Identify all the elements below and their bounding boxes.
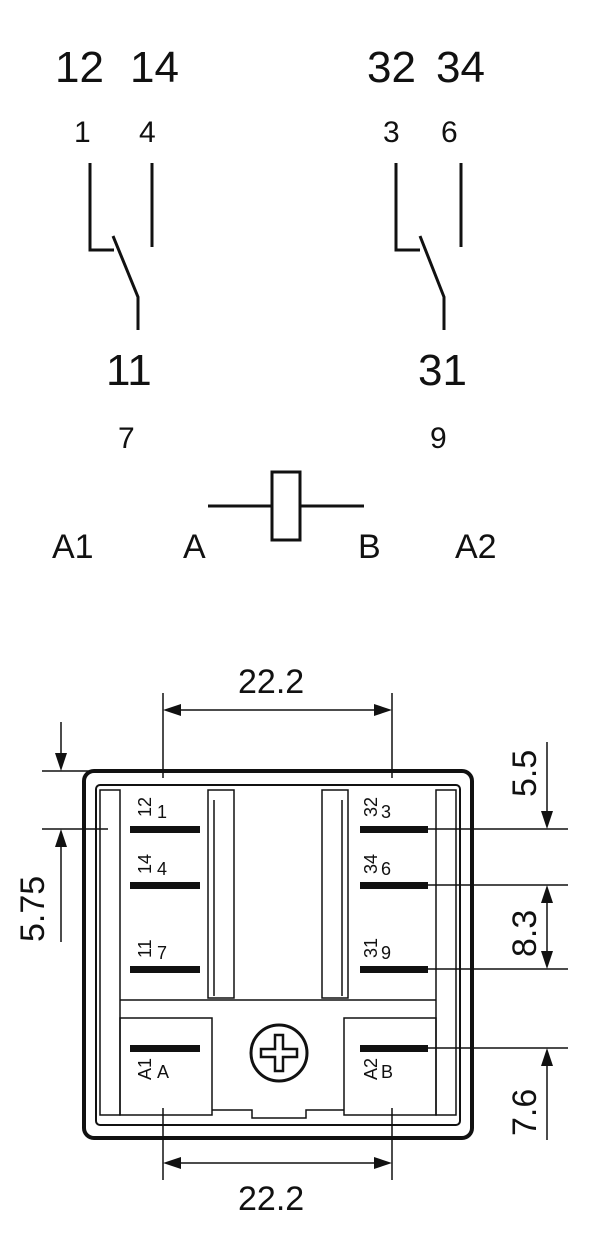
housing-outline (82, 769, 474, 1140)
coil-left-terminal: A1 (52, 528, 94, 566)
contact-2-nc-terminal: 34 (436, 43, 485, 92)
pin-label-terminal-14: 14 (135, 854, 155, 874)
contact-2-fixed-no (394, 163, 420, 252)
dim-bottom-arrow-left (163, 1157, 181, 1169)
pin-B-blade (360, 1045, 428, 1052)
pin-7-blade (130, 966, 200, 973)
contact-1-no-pin: 1 (74, 116, 91, 149)
contact-1-no-terminal: 12 (55, 43, 104, 92)
dim-left-arrow-bottom (55, 829, 67, 847)
pin-label-terminal-A1: A1 (135, 1058, 155, 1080)
contact-2-com-pin: 9 (430, 422, 447, 455)
contact-2-com-terminal: 31 (418, 346, 467, 395)
contact-2-switch-arm (418, 235, 446, 330)
pin-label-pin-B: B (381, 1062, 393, 1082)
pin-label-pin-7: 7 (157, 943, 167, 963)
pin-label-pin-1: 1 (157, 802, 167, 822)
contact-2-no-terminal: 32 (367, 43, 416, 92)
pin-1-blade (130, 826, 200, 833)
pin-label-terminal-31: 31 (361, 938, 381, 958)
contact-1-fixed-no (88, 163, 114, 252)
contact-1-nc-pin: 4 (139, 116, 156, 149)
contact-2-nc-pin: 6 (441, 116, 458, 149)
screw-slot-cross-icon (259, 1033, 299, 1073)
dim-top-arrow-left (163, 704, 181, 716)
coil-right-pin: B (358, 528, 381, 566)
pin-4-blade (130, 882, 200, 889)
pin-label-pin-9: 9 (381, 943, 391, 963)
frame-left (99, 789, 121, 1116)
frame-right (435, 789, 457, 1116)
coil-schematic: A1 A B A2 (52, 470, 497, 566)
pin-label-pin-A: A (157, 1062, 169, 1082)
dim-right-pitch-arrow-top (541, 885, 553, 903)
pin-label-pin-6: 6 (381, 859, 391, 879)
dim-right-pitch-arrow-bottom (541, 951, 553, 969)
contact-2-schematic: 32 34 3 6 31 9 (367, 43, 485, 455)
coil-right-terminal: A2 (455, 528, 497, 566)
contact-2-no-pin: 3 (383, 116, 400, 149)
housing-inner (95, 784, 461, 1126)
pocket-right (343, 1017, 437, 1116)
pin-label-terminal-34: 34 (361, 854, 381, 874)
contact-1-nc-terminal: 14 (130, 43, 179, 92)
coil-symbol (270, 470, 302, 542)
dim-right-top-arrow (541, 811, 553, 829)
pin-label-terminal-11: 11 (135, 939, 155, 958)
pin-label-terminal-32: 32 (361, 797, 381, 817)
pin-label-pin-3: 3 (381, 802, 391, 822)
coil-left-pin: A (183, 528, 206, 566)
pocket-left (119, 1017, 213, 1116)
pin-label-terminal-A2: A2 (361, 1058, 381, 1080)
latch-slot (212, 1109, 344, 1119)
dim-right-bottom-arrow (541, 1048, 553, 1066)
pin-label-pin-4: 4 (157, 859, 167, 879)
contact-1-com-pin: 7 (118, 422, 135, 455)
rib-right (321, 789, 349, 999)
dim-right-pitch-label: 8.3 (506, 910, 544, 957)
dim-top-arrow-right (374, 704, 392, 716)
dim-top-width-label: 22.2 (238, 663, 304, 701)
rib-left (207, 789, 235, 999)
dim-right-bottom-label: 7.6 (506, 1089, 544, 1136)
relay-footprint: 12 1 14 4 11 7 A1 A 32 3 34 6 31 9 A2 B (82, 769, 474, 1140)
pin-A-blade (130, 1045, 200, 1052)
mounting-screw (249, 1023, 309, 1083)
contact-1-switch-arm (111, 235, 140, 330)
dim-left-arrow-top (55, 753, 67, 771)
pin-6-blade (360, 882, 428, 889)
pin-label-terminal-12: 12 (135, 797, 155, 817)
dim-left-offset-label: 5.75 (14, 876, 52, 942)
dim-right-top-label: 5.5 (506, 750, 544, 797)
pin-3-blade (360, 826, 428, 833)
dim-bottom-arrow-right (374, 1157, 392, 1169)
pin-9-blade (360, 966, 428, 973)
contact-1-schematic: 12 14 1 4 11 7 (55, 43, 179, 455)
contact-1-com-terminal: 11 (106, 346, 152, 395)
dim-bottom-width-label: 22.2 (238, 1180, 304, 1218)
dimension-lines: 22.2 22.2 5.75 5.5 8.3 7.6 (14, 663, 568, 1218)
